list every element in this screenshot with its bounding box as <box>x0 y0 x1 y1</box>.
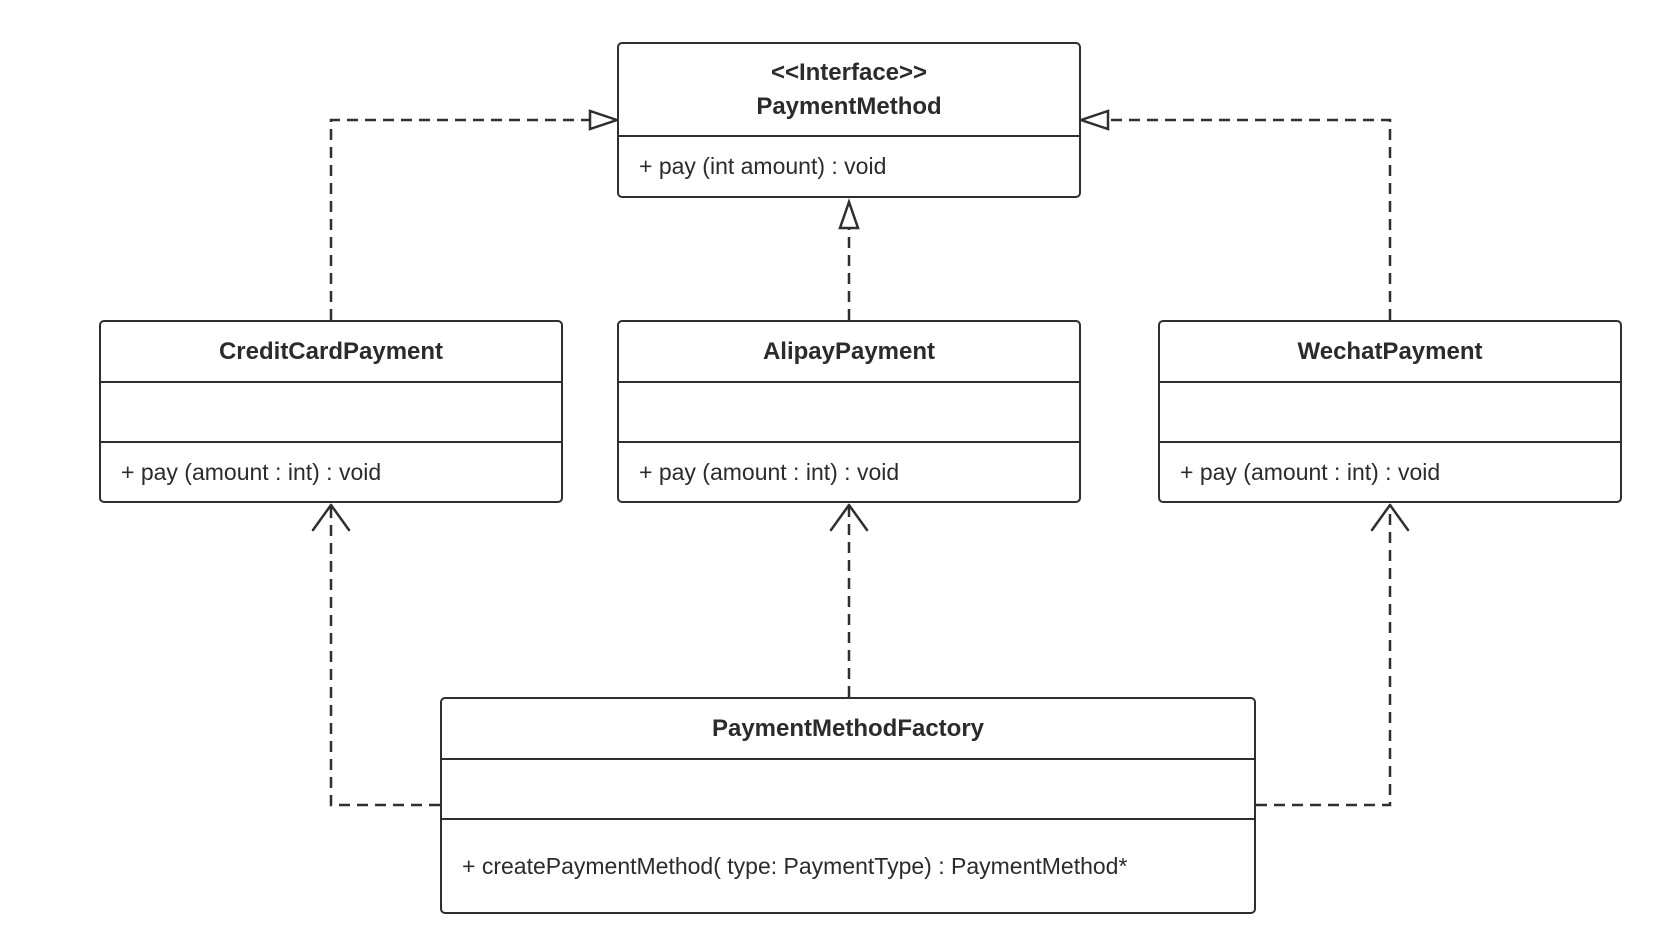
class-name-compartment: AlipayPayment <box>619 322 1079 383</box>
realization-arrowhead-alipay <box>838 198 860 230</box>
dependency-arrowhead-credit <box>311 503 351 532</box>
realization-line-wechat <box>1108 118 1392 320</box>
interface-operations-compartment: + pay (int amount) : void <box>619 137 1079 196</box>
class-operations-compartment: + createPaymentMethod( type: PaymentType… <box>442 820 1254 912</box>
class-operation: + pay (amount : int) : void <box>639 458 900 485</box>
dependency-line-wechat <box>1256 507 1392 807</box>
class-operations-compartment: + pay (amount : int) : void <box>1160 443 1620 501</box>
class-name-compartment: CreditCardPayment <box>101 322 561 383</box>
class-payment-method-factory: PaymentMethodFactory + createPaymentMeth… <box>440 697 1256 914</box>
class-name: WechatPayment <box>1297 337 1483 365</box>
dependency-line-credit <box>329 507 440 807</box>
class-operations-compartment: + pay (amount : int) : void <box>619 443 1079 501</box>
realization-arrowhead-credit <box>588 109 621 131</box>
class-operation: + pay (amount : int) : void <box>1180 458 1441 485</box>
class-attributes-compartment <box>101 383 561 443</box>
class-attributes-compartment <box>619 383 1079 443</box>
interface-stereotype: <<Interface>> <box>770 58 928 86</box>
class-attributes-compartment <box>1160 383 1620 443</box>
class-name-compartment: PaymentMethodFactory <box>442 699 1254 760</box>
class-wechat-payment: WechatPayment + pay (amount : int) : voi… <box>1158 320 1622 503</box>
interface-name: PaymentMethod <box>756 92 942 120</box>
dependency-arrowhead-wechat <box>1370 503 1410 532</box>
interface-operation: + pay (int amount) : void <box>639 153 887 179</box>
class-attributes-compartment <box>442 760 1254 820</box>
class-name-compartment: WechatPayment <box>1160 322 1620 383</box>
class-name: CreditCardPayment <box>218 337 444 365</box>
realization-arrowhead-wechat <box>1077 109 1110 131</box>
dependency-arrowhead-alipay <box>829 503 869 532</box>
class-operations-compartment: + pay (amount : int) : void <box>101 443 561 501</box>
class-name: PaymentMethodFactory <box>711 714 985 742</box>
class-operation: + createPaymentMethod( type: PaymentType… <box>462 852 1128 879</box>
interface-payment-method: <<Interface>> PaymentMethod + pay (int a… <box>617 42 1081 198</box>
realization-line-credit <box>329 118 590 320</box>
class-alipay-payment: AlipayPayment + pay (amount : int) : voi… <box>617 320 1081 503</box>
class-name: AlipayPayment <box>762 337 936 365</box>
class-credit-card-payment: CreditCardPayment + pay (amount : int) :… <box>99 320 563 503</box>
interface-name-compartment: <<Interface>> PaymentMethod <box>619 44 1079 137</box>
class-operation: + pay (amount : int) : void <box>121 458 382 485</box>
